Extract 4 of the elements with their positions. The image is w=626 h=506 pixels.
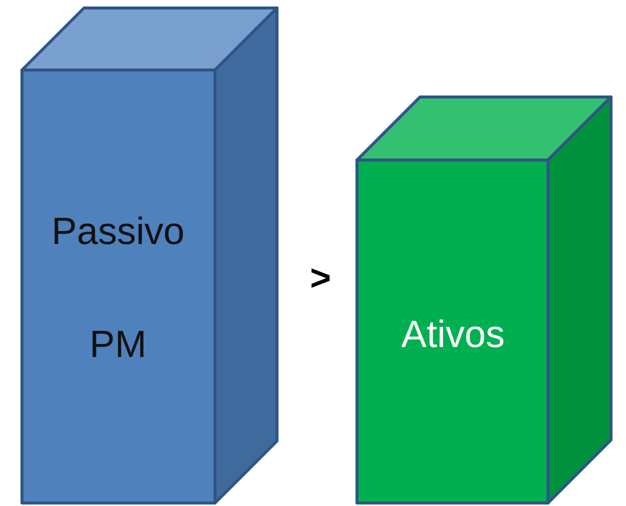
block-label: Ativos (401, 313, 505, 357)
block-label: Passivo (51, 210, 185, 254)
comparison-sign: > (310, 258, 332, 298)
block-label: PM (90, 323, 146, 367)
